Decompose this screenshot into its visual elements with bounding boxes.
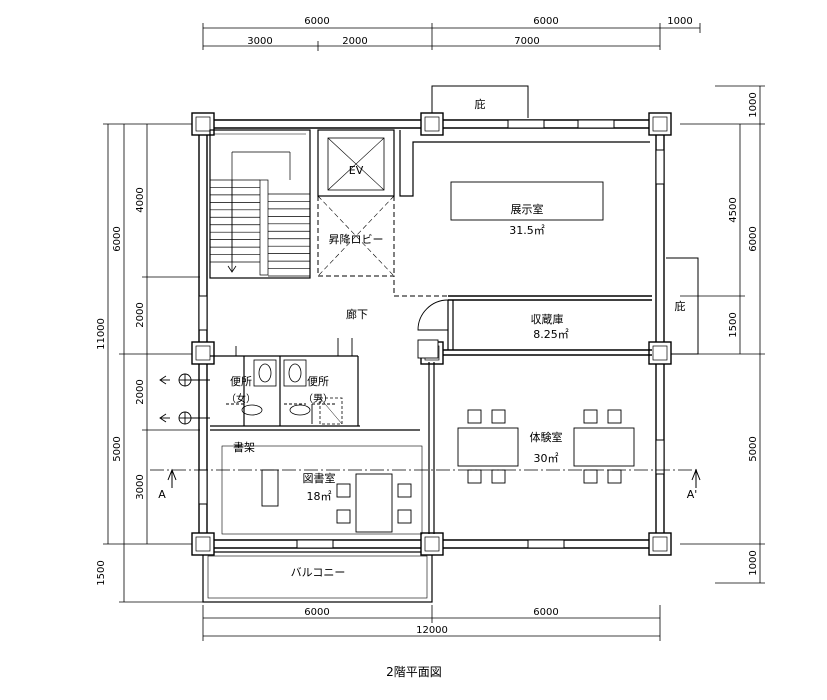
dim-right-outer-2: 6000 (748, 226, 759, 251)
label-toilet-male: 便所 (307, 375, 329, 388)
interior-walls (209, 129, 652, 535)
label-corridor: 廊下 (346, 307, 368, 321)
label-toilet-female: 便所 (230, 375, 252, 388)
dimension-labels: 6000 6000 1000 3000 2000 7000 6000 6000 … (96, 16, 759, 636)
label-library: 図書室 (303, 471, 336, 485)
label-eave-top: 庇 (475, 97, 486, 111)
balcony (202, 551, 433, 603)
dim-top-inner-3: 7000 (514, 36, 539, 47)
stair-right (268, 193, 310, 277)
label-section-a2: A' (687, 488, 698, 501)
dimension-lines (103, 23, 765, 641)
label-eave-right: 庇 (675, 299, 686, 313)
room-labels: 庇 庇 EV 昇降ロビー 展示室 31.5㎡ 廊下 収蔵庫 8.25㎡ 便所 （… (158, 97, 697, 579)
stair-treads (231, 151, 291, 276)
dim-left-inner-1: 4000 (135, 187, 146, 212)
windows (198, 119, 665, 549)
dim-left-total: 11000 (96, 318, 107, 350)
label-toilet-male-sub: （男） (303, 393, 333, 405)
dim-right-inner-2: 1500 (728, 312, 739, 337)
stair-arrow (227, 180, 237, 273)
label-ev: EV (349, 164, 364, 177)
dim-right-outer-4: 1000 (748, 550, 759, 575)
dim-bottom-2: 6000 (533, 607, 558, 618)
label-lobby: 昇降ロビー (329, 232, 384, 246)
dim-top-2: 6000 (533, 16, 558, 27)
label-bookshelf: 書架 (233, 440, 255, 454)
columns (191, 112, 672, 556)
label-library-area: 18㎡ (307, 490, 332, 503)
label-section-a: A (158, 488, 166, 501)
section-line (150, 468, 701, 488)
drawing-title: 2階平面図 (386, 664, 442, 679)
dim-right-inner-1: 4500 (728, 197, 739, 222)
dim-right-outer-1: 1000 (748, 92, 759, 117)
column-inner (195, 116, 668, 552)
dim-left-outer-1: 6000 (112, 226, 123, 251)
dim-right-outer-3: 5000 (748, 436, 759, 461)
dim-bottom-1: 6000 (304, 607, 329, 618)
toilet-fixtures (241, 359, 343, 425)
label-storage-area: 8.25㎡ (533, 328, 569, 341)
dim-left-inner-2: 2000 (135, 302, 146, 327)
dim-left-inner-4: 3000 (135, 474, 146, 499)
dim-left-outer-2: 5000 (112, 436, 123, 461)
dim-top-inner-2: 2000 (342, 36, 367, 47)
vent-symbols (159, 373, 210, 425)
furniture (261, 181, 635, 533)
dim-left-inner-3: 2000 (135, 379, 146, 404)
label-exhibition-area: 31.5㎡ (509, 224, 545, 237)
lobby-boundary (317, 195, 448, 297)
dim-bottom-total: 12000 (416, 625, 448, 636)
dim-top-1: 6000 (304, 16, 329, 27)
label-experience: 体験室 (530, 430, 563, 444)
dim-top-inner-1: 3000 (247, 36, 272, 47)
stair-left (210, 179, 260, 263)
label-storage: 収蔵庫 (531, 312, 564, 326)
dim-top-3: 1000 (667, 16, 692, 27)
label-toilet-female-sub: （女） (226, 392, 256, 405)
label-exhibition: 展示室 (511, 202, 544, 216)
label-experience-area: 30㎡ (534, 452, 559, 465)
dim-left-outer-3: 1500 (96, 560, 107, 585)
label-balcony: バルコニー (291, 566, 346, 579)
doors (226, 299, 449, 424)
eaves (431, 85, 699, 355)
